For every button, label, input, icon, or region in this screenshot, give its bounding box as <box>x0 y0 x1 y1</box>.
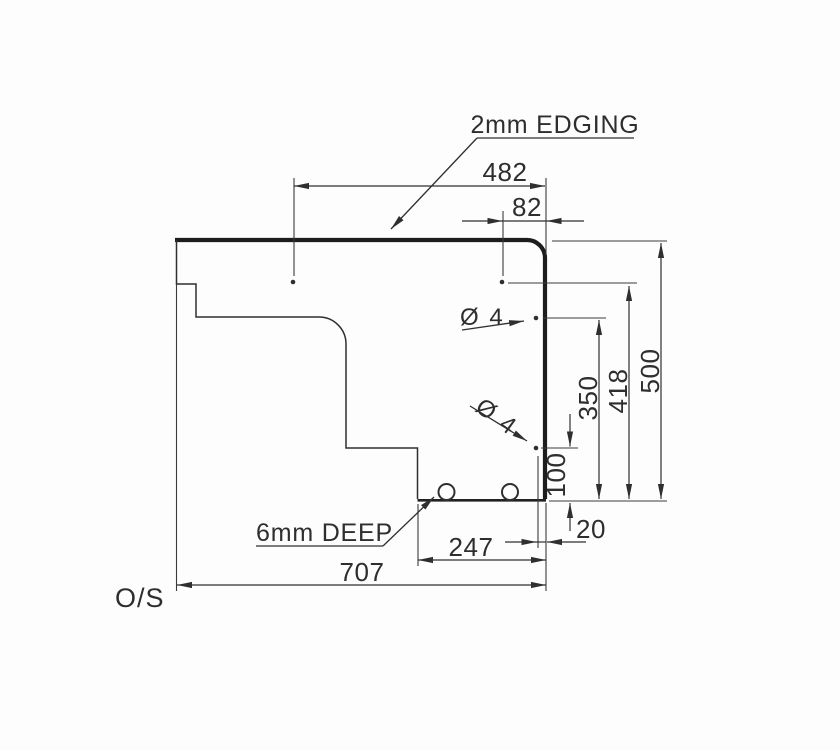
hole-dia-leader <box>461 320 525 331</box>
deep-note: 6mm DEEP <box>256 519 393 547</box>
dim-label-350: 350 <box>573 376 603 421</box>
edging-note: 2mm EDGING <box>470 111 639 139</box>
hole-center-point <box>533 445 539 451</box>
part-outline <box>175 240 419 499</box>
dim-label-247: 247 <box>449 532 494 562</box>
dim-label-100: 100 <box>541 453 571 498</box>
dim-label-20: 20 <box>576 514 606 544</box>
dimensions: 482 82 500 418 350 100 20 247 707 <box>177 157 665 589</box>
holes <box>290 279 539 501</box>
part-edged-profile <box>175 237 548 499</box>
fixing-point <box>499 279 505 285</box>
annotations: 2mm EDGING Ø 4 Ø 4 6mm DEEP O/S <box>115 111 639 613</box>
dim-label-500: 500 <box>635 349 665 394</box>
dim-label-82: 82 <box>512 192 542 222</box>
fixing-point <box>290 279 296 285</box>
outside-label: O/S <box>115 583 165 613</box>
dim-label-418: 418 <box>603 369 633 414</box>
deep-leader <box>382 496 435 547</box>
hole-dia-leader <box>469 405 528 442</box>
hole-center-point <box>533 315 539 321</box>
drilled-hole <box>501 483 519 501</box>
drilled-hole <box>437 483 456 501</box>
edging-leader <box>390 137 478 230</box>
hole-dia-note: Ø 4 <box>460 304 505 331</box>
dim-label-707: 707 <box>340 557 385 587</box>
part-profile <box>175 237 548 502</box>
dim-label-482: 482 <box>483 157 528 187</box>
extension-lines <box>175 178 667 591</box>
